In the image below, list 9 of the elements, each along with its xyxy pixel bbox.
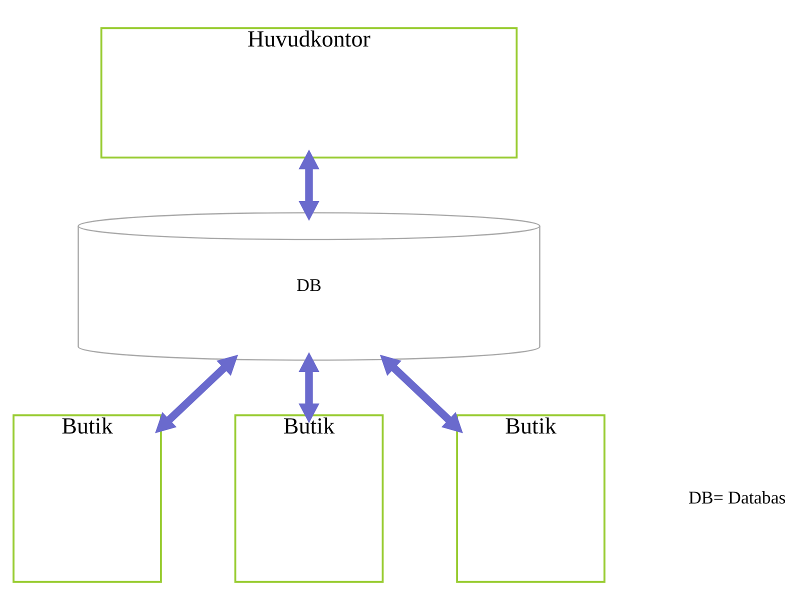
label: DB= Databas (688, 487, 786, 508)
node-box: Butik (456, 414, 606, 583)
node-box: Butik (234, 414, 384, 583)
arrow (155, 354, 238, 434)
arrow (380, 354, 463, 434)
node-box: Huvudkontor (100, 27, 518, 159)
arrow (298, 352, 320, 424)
arrow (298, 149, 320, 221)
node-box: Butik (12, 414, 162, 583)
